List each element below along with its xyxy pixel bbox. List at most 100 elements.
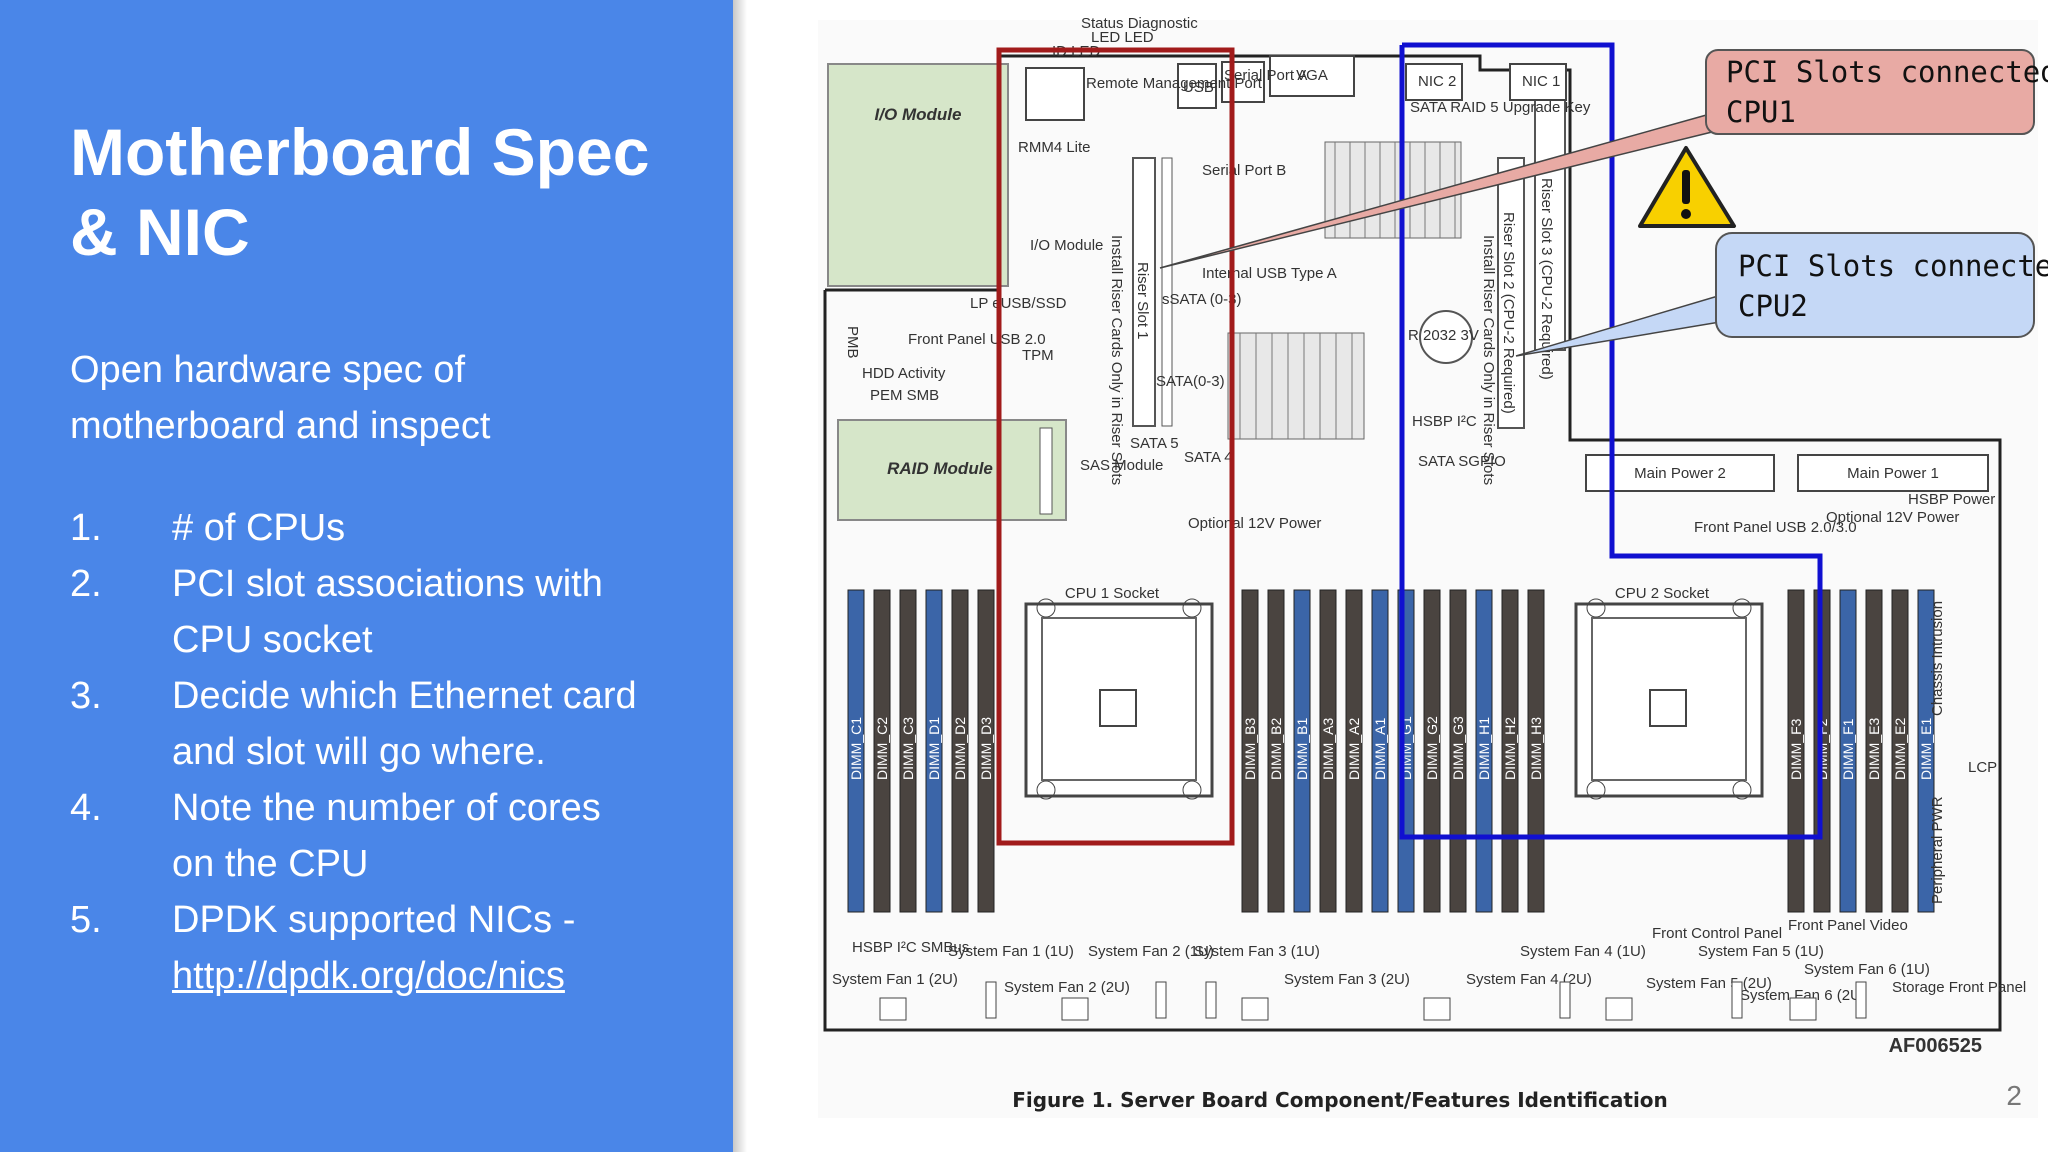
cpu1-callout xyxy=(1705,49,2035,135)
nic2-label: NIC 2 xyxy=(1418,73,1456,90)
panel-shadow xyxy=(733,0,747,1152)
dimm-slot xyxy=(951,589,969,913)
front-panel-video-label: Front Panel Video xyxy=(1788,917,1908,934)
rmm4-label: RMM4 Lite xyxy=(1018,139,1091,156)
fp-usb20-label: Front Panel USB 2.0 xyxy=(908,331,1046,348)
dimm-slot xyxy=(1371,589,1389,913)
led-label: LED LED xyxy=(1091,29,1154,46)
fan-label: System Fan 2 (1U) xyxy=(1088,943,1214,960)
fan-connector xyxy=(1155,981,1167,1019)
nic1-label: NIC 1 xyxy=(1522,73,1560,90)
rmm-port xyxy=(1025,67,1085,121)
dimm-label: DIMM_A3 xyxy=(1320,718,1336,780)
sata-sgpio-label: SATA SGPIO xyxy=(1418,453,1506,470)
fan-connector xyxy=(1241,997,1269,1021)
tpm-label: TPM xyxy=(1022,347,1054,364)
fan-label: System Fan 1 (1U) xyxy=(948,943,1074,960)
list-line: # of CPUs xyxy=(172,507,346,549)
fp-usb30-label: Front Panel USB 2.0/3.0 xyxy=(1694,519,1857,536)
dimm-label: DIMM_G2 xyxy=(1424,716,1440,780)
nic1-port xyxy=(1509,63,1567,101)
dimm-group-left: DIMM_C1 DIMM_C2 DIMM_C3 DIMM_D1 DIMM_D2 … xyxy=(847,589,995,913)
dimm-slot xyxy=(1839,589,1857,913)
dimm-slot xyxy=(847,589,865,913)
list-item: 1. # of CPUs xyxy=(70,500,710,556)
hsbp-i2c-label: HSBP I²C xyxy=(1412,413,1477,430)
dimm-slot xyxy=(1449,589,1467,913)
cpu2-region-box xyxy=(1399,42,1823,840)
sata4-label: SATA 4 xyxy=(1184,449,1233,466)
dimm-label: DIMM_H1 xyxy=(1476,717,1492,780)
riser-slot-2 xyxy=(1497,157,1525,429)
dpdk-nics-link[interactable]: http://dpdk.org/doc/nics xyxy=(172,955,565,997)
cmos-battery xyxy=(1419,310,1473,364)
dimm-label: DIMM_A2 xyxy=(1346,718,1362,780)
main-power-2 xyxy=(1585,454,1775,492)
fan-label: System Fan 6 (2U) xyxy=(1740,987,1866,1004)
cpu1-callout-line: CPU1 xyxy=(1726,95,1796,129)
fan-connector xyxy=(1731,981,1743,1019)
battery-label: R 2032 3V xyxy=(1408,327,1479,344)
fan-connector xyxy=(1855,981,1867,1019)
cpu2-socket-label: CPU 2 Socket xyxy=(1615,585,1710,602)
dimm-label: DIMM_C1 xyxy=(848,717,864,780)
vga-label: VGA xyxy=(1296,67,1328,84)
fan-connector xyxy=(1423,997,1451,1021)
dimm-slot xyxy=(925,589,943,913)
io-module xyxy=(827,63,1009,287)
lp-usb-label: LP eUSB/SSD xyxy=(970,295,1067,312)
riser-slot-3 xyxy=(1534,71,1566,351)
warning-triangle-icon xyxy=(1638,146,1736,228)
serial-b-label: Serial Port B xyxy=(1202,162,1286,179)
dimm-label: DIMM_E1 xyxy=(1918,718,1934,780)
fan-connector xyxy=(1559,981,1571,1019)
raid-connector xyxy=(1039,427,1053,515)
dimm-label: DIMM_E2 xyxy=(1892,718,1908,780)
vga-port xyxy=(1269,55,1355,97)
io-module-label: I/O Module xyxy=(875,105,962,124)
main-power-2-label: Main Power 2 xyxy=(1634,465,1726,482)
fan-connector xyxy=(985,981,997,1019)
remote-mgmt-label: Remote Management Port xyxy=(1086,75,1263,92)
fan-connector xyxy=(1789,997,1817,1021)
dimm-label: DIMM_C2 xyxy=(874,717,890,780)
main-power-1 xyxy=(1797,454,1989,492)
peripheral-pwr-label: Peripheral PWR xyxy=(1929,796,1946,904)
dimm-label: DIMM_B1 xyxy=(1294,718,1310,780)
dimm-label: DIMM_H2 xyxy=(1502,717,1518,780)
riser1-note: Install Riser Cards Only in Riser Slots xyxy=(1108,235,1125,485)
dimm-label: DIMM_H3 xyxy=(1528,717,1544,780)
dimm-slot xyxy=(1865,589,1883,913)
sata-raid-label: SATA RAID 5 Upgrade Key xyxy=(1410,99,1591,116)
dimm-label: DIMM_D2 xyxy=(952,717,968,780)
raid-module-label: RAID Module xyxy=(887,459,993,478)
slide-title: Motherboard Spec & NIC xyxy=(70,112,710,272)
riser-slot-1-edge xyxy=(1161,157,1173,427)
steps-list: 1. # of CPUs 2. PCI slot associations wi… xyxy=(70,500,710,1004)
list-line: and slot will go where. xyxy=(172,731,546,773)
dimm-slot xyxy=(873,589,891,913)
list-number: 5. xyxy=(70,899,102,941)
cpu1-socket xyxy=(1024,598,1214,800)
list-text: DPDK supported NICs -http://dpdk.org/doc… xyxy=(172,892,710,1004)
dimm-slot xyxy=(1423,589,1441,913)
storage-front-panel-label: Storage Front Panel xyxy=(1892,979,2026,996)
serial-a-label: Serial Port A xyxy=(1224,67,1307,84)
dimm-label: DIMM_E3 xyxy=(1866,718,1882,780)
pch-heatsink xyxy=(1227,332,1365,440)
dimm-label: DIMM_G3 xyxy=(1450,716,1466,780)
fan-connector xyxy=(1061,997,1089,1021)
main-power-1-label: Main Power 1 xyxy=(1847,465,1939,482)
hsbp-smbus-label: HSBP I²C SMBus xyxy=(852,939,969,956)
riser1-label: Riser Slot 1 xyxy=(1134,262,1151,340)
figure-code: AF006525 xyxy=(1889,1035,1982,1057)
subtitle-line: Open hardware spec of xyxy=(70,349,466,391)
front-control-panel-label: Front Control Panel xyxy=(1652,925,1782,942)
internal-usb-label: Internal USB Type A xyxy=(1202,265,1337,282)
dimm-label: DIMM_D3 xyxy=(978,717,994,780)
list-text: # of CPUs xyxy=(172,500,710,556)
slide-subtitle: Open hardware spec of motherboard and in… xyxy=(70,342,690,454)
